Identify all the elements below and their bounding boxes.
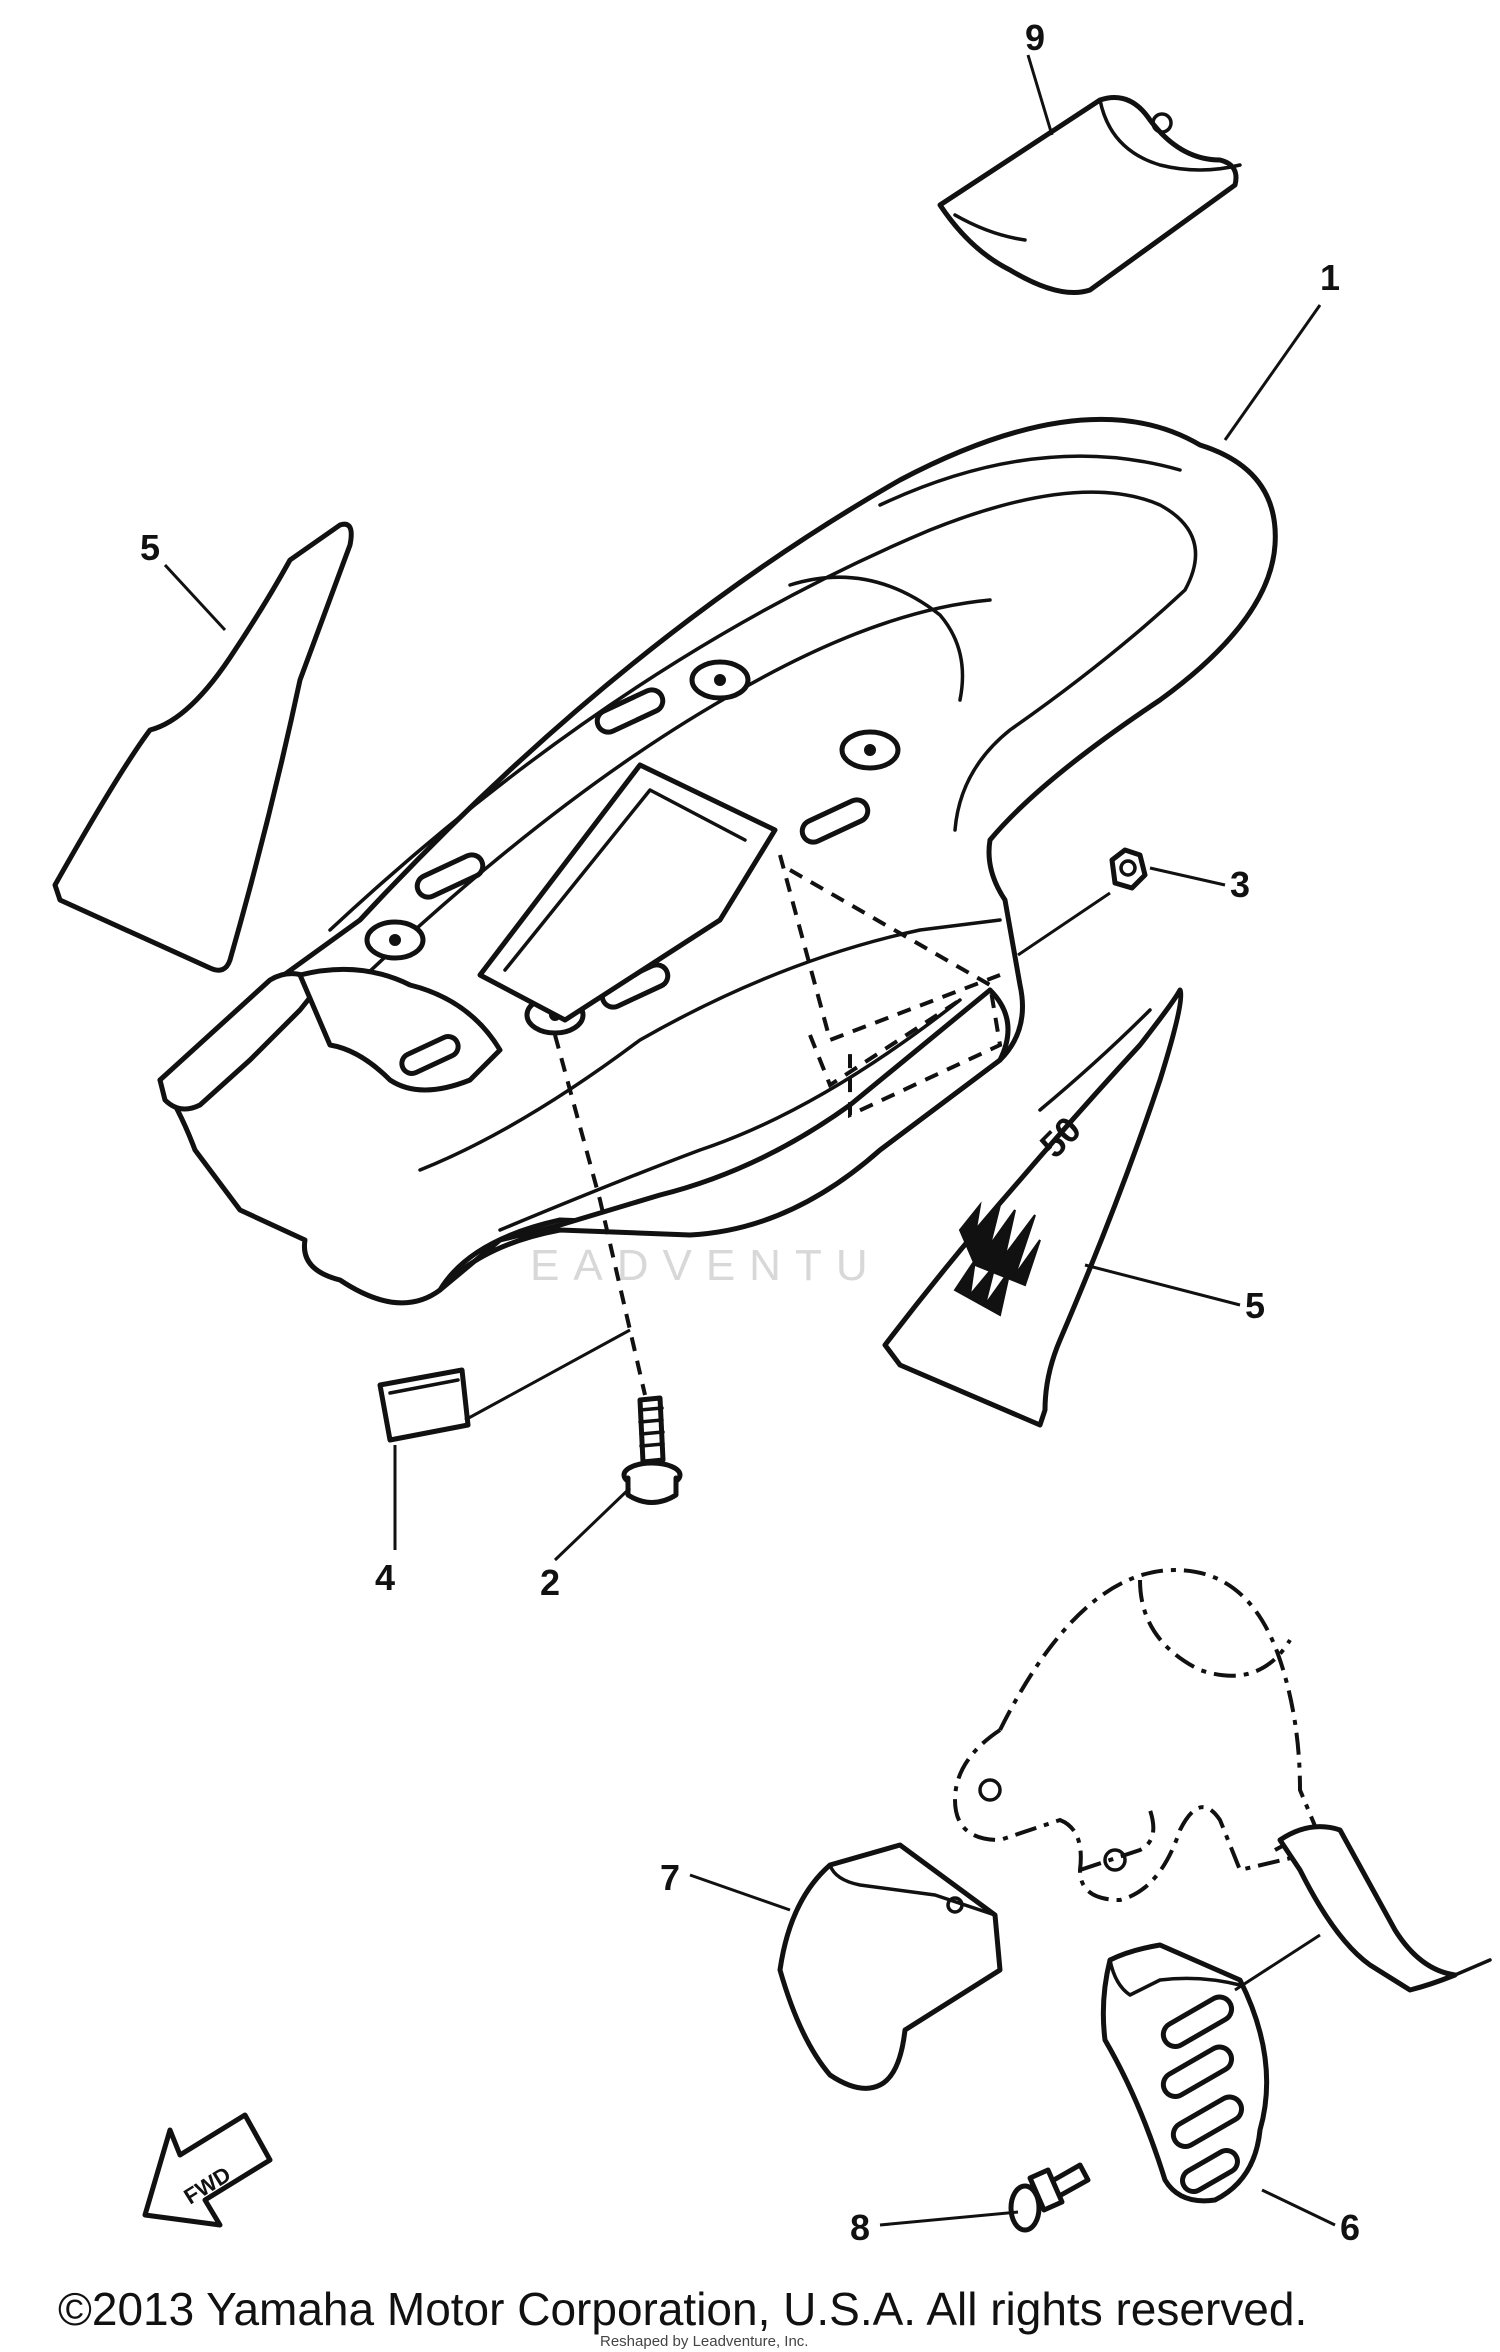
copyright-text: ©2013 Yamaha Motor Corporation, U.S.A. A… — [58, 2283, 1307, 2335]
part-9-pad — [937, 95, 1242, 295]
part-3-nut — [1109, 847, 1148, 891]
callout-8: 8 — [850, 2207, 870, 2248]
watermark-text: EADVENTU — [530, 1241, 882, 1290]
callout-2: 2 — [540, 1562, 560, 1603]
callout-5-right: 5 — [1245, 1285, 1265, 1326]
part-6-cover — [1100, 1942, 1270, 2204]
part-5-left-decal — [52, 521, 354, 973]
callout-3: 3 — [1230, 864, 1250, 905]
callout-labels: 1 2 3 4 5 5 6 7 8 9 — [140, 17, 1360, 2248]
frame-section — [952, 1567, 1341, 1903]
part-5-right-decal: 50 — [882, 987, 1184, 1428]
callout-4: 4 — [375, 1557, 395, 1598]
callout-9: 9 — [1025, 17, 1045, 58]
assembly-lines — [553, 854, 1001, 1396]
leader-lines — [163, 54, 1336, 2227]
part-8-screw — [1008, 2162, 1091, 2233]
callout-5-left: 5 — [140, 527, 160, 568]
callout-6: 6 — [1340, 2207, 1360, 2248]
part-1-rear-fender — [157, 417, 1278, 1306]
callout-1: 1 — [1320, 257, 1340, 298]
part-7-guard — [777, 1842, 1003, 2091]
part-4-reflector — [377, 1367, 471, 1443]
forward-arrow-icon: FWD — [142, 2112, 273, 2228]
frame-bracket — [1277, 1824, 1492, 1993]
callout-7: 7 — [660, 1857, 680, 1898]
part-2-bolt — [621, 1395, 683, 1505]
credit-text: Reshaped by Leadventure, Inc. — [600, 2333, 808, 2350]
